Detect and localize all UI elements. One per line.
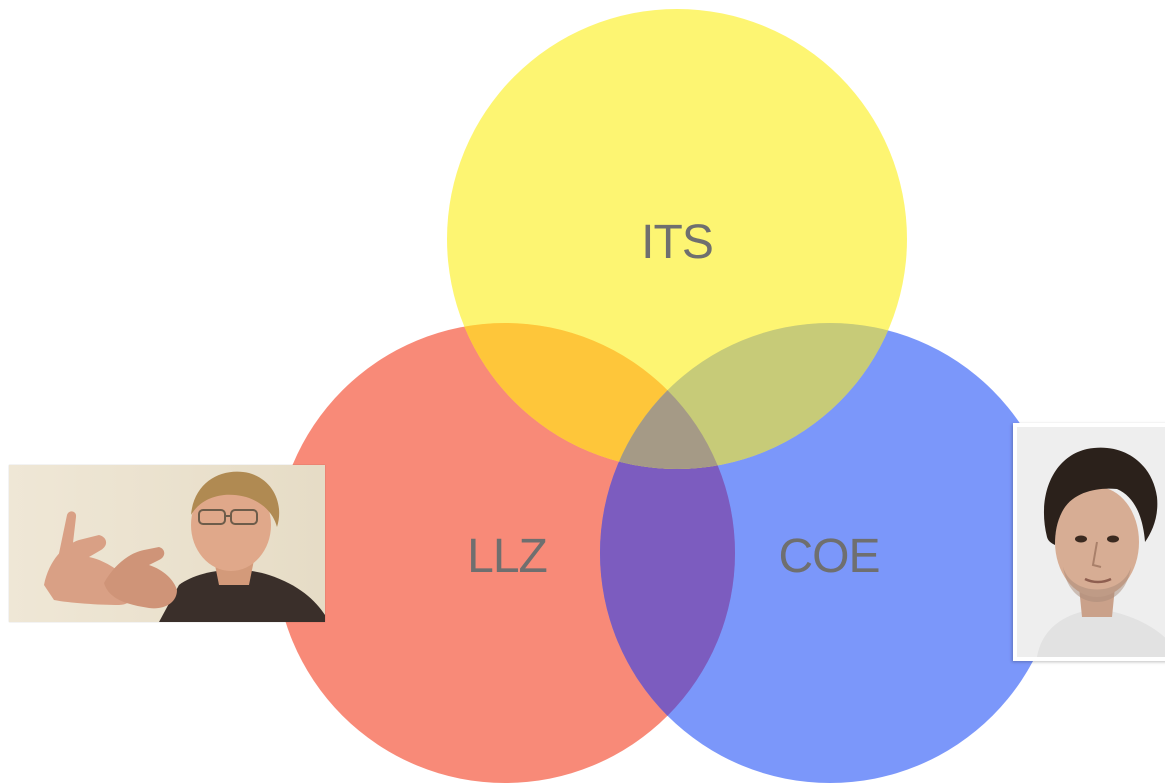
its-llz-overlap	[447, 323, 735, 469]
coe-label: COE	[778, 530, 879, 583]
person-photo-icon	[1017, 427, 1165, 657]
its-coe-overlap	[600, 323, 907, 469]
person-photo-icon	[9, 465, 325, 622]
llz-label: LLZ	[467, 530, 547, 583]
left-person-photo	[9, 465, 325, 622]
its-label: ITS	[641, 216, 713, 269]
right-person-photo	[1013, 423, 1165, 661]
